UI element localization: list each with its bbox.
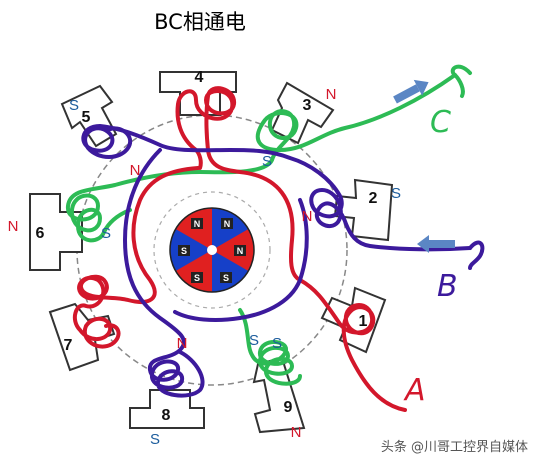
slot-number: 5 xyxy=(82,109,91,126)
phase-b-winding xyxy=(81,123,485,398)
pole-label-s: S xyxy=(150,431,160,448)
pole-label-s: S xyxy=(69,97,79,114)
slot-number: 8 xyxy=(162,407,171,424)
phase-a-winding xyxy=(72,86,407,412)
pole-labels: N S S N S N S S N N S S N N S xyxy=(8,86,401,448)
slot-number: 2 xyxy=(369,190,378,207)
pole-label-n: N xyxy=(291,424,302,441)
phase-c-winding xyxy=(66,64,472,386)
diagram-title: BC相通电 xyxy=(154,10,246,34)
rotor-label: S xyxy=(194,273,200,283)
rotor-gap xyxy=(153,191,271,309)
slot-number: 3 xyxy=(303,97,312,114)
rotor-label: N xyxy=(224,219,231,229)
tooth-3 xyxy=(270,81,335,145)
slot-number: 4 xyxy=(195,69,204,86)
pole-label-n: N xyxy=(302,208,313,225)
pole-label-s: S xyxy=(262,153,272,170)
watermark: 头条 @川哥工控界自媒体 xyxy=(380,440,528,455)
rotor-label: N xyxy=(237,246,244,256)
slot-number: 7 xyxy=(64,337,73,354)
terminal-c: C xyxy=(430,105,451,140)
slot-number: 9 xyxy=(284,399,293,416)
pole-label-n: N xyxy=(177,335,188,352)
pole-label-s: S xyxy=(391,185,401,202)
tooth-1 xyxy=(320,286,387,354)
pole-label-n: N xyxy=(326,86,337,103)
rotor-label: N xyxy=(194,219,201,229)
slot-numbers: 1 2 3 4 5 6 7 8 9 xyxy=(36,69,378,424)
current-arrow-b xyxy=(417,235,455,253)
pole-label-s: S xyxy=(101,225,111,242)
terminal-b: B xyxy=(437,269,458,304)
pole-label-n: N xyxy=(8,218,19,235)
current-arrow-c xyxy=(393,79,429,104)
pole-label-s: S xyxy=(272,335,282,352)
tooth-2 xyxy=(333,178,394,242)
pole-label-n: N xyxy=(130,162,141,179)
terminal-a: A xyxy=(403,373,426,408)
rotor-label: S xyxy=(181,246,187,256)
rotor-label: S xyxy=(223,273,229,283)
pole-label-s: S xyxy=(249,332,259,349)
slot-number: 1 xyxy=(359,313,368,330)
rotor-pole-labels: N N N S S S xyxy=(178,218,246,283)
slot-number: 6 xyxy=(36,225,45,242)
